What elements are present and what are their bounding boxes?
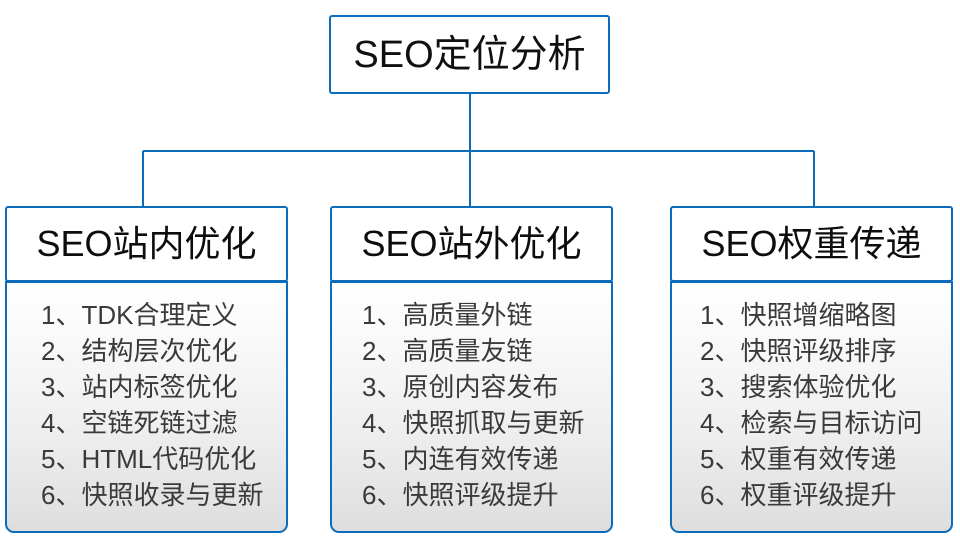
list-item: 6、快照评级提升 xyxy=(362,480,559,510)
branch-header-3-label: SEO权重传递 xyxy=(701,223,922,264)
list-item: 2、高质量友链 xyxy=(362,336,533,366)
list-item: 1、高质量外链 xyxy=(362,300,533,330)
list-item: 6、快照收录与更新 xyxy=(41,480,264,510)
list-item: 4、检索与目标访问 xyxy=(700,408,923,438)
list-item: 2、结构层次优化 xyxy=(41,336,238,366)
branch-body-3: 1、快照增缩略图 2、快照评级排序 3、搜索体验优化 4、检索与目标访问 5、权… xyxy=(670,281,953,533)
list-item: 1、TDK合理定义 xyxy=(41,300,238,330)
branch-header-3[interactable]: SEO权重传递 xyxy=(670,206,953,282)
root-node-title: SEO定位分析 xyxy=(353,33,586,76)
branch-body-1: 1、TDK合理定义 2、结构层次优化 3、站内标签优化 4、空链死链过滤 5、H… xyxy=(5,281,288,533)
branch-header-2[interactable]: SEO站外优化 xyxy=(330,206,613,282)
list-item: 5、HTML代码优化 xyxy=(41,444,257,474)
item-list-3: 1、快照增缩略图 2、快照评级排序 3、搜索体验优化 4、检索与目标访问 5、权… xyxy=(672,297,951,513)
list-item: 4、快照抓取与更新 xyxy=(362,408,585,438)
list-item: 3、原创内容发布 xyxy=(362,372,559,402)
root-node[interactable]: SEO定位分析 xyxy=(329,15,610,94)
branch-header-1-label: SEO站内优化 xyxy=(36,223,257,264)
list-item: 6、权重评级提升 xyxy=(700,480,897,510)
list-item: 1、快照增缩略图 xyxy=(700,300,897,330)
list-item: 3、搜索体验优化 xyxy=(700,372,897,402)
item-list-2: 1、高质量外链 2、高质量友链 3、原创内容发布 4、快照抓取与更新 5、内连有… xyxy=(332,297,611,513)
list-item: 3、站内标签优化 xyxy=(41,372,238,402)
branch-body-2: 1、高质量外链 2、高质量友链 3、原创内容发布 4、快照抓取与更新 5、内连有… xyxy=(330,281,613,533)
branch-column-2: SEO站外优化 1、高质量外链 2、高质量友链 3、原创内容发布 4、快照抓取与… xyxy=(330,206,613,533)
branch-column-1: SEO站内优化 1、TDK合理定义 2、结构层次优化 3、站内标签优化 4、空链… xyxy=(5,206,288,533)
list-item: 5、权重有效传递 xyxy=(700,444,897,474)
list-item: 4、空链死链过滤 xyxy=(41,408,238,438)
list-item: 5、内连有效传递 xyxy=(362,444,559,474)
branch-header-2-label: SEO站外优化 xyxy=(361,223,582,264)
branch-column-3: SEO权重传递 1、快照增缩略图 2、快照评级排序 3、搜索体验优化 4、检索与… xyxy=(670,206,953,533)
item-list-1: 1、TDK合理定义 2、结构层次优化 3、站内标签优化 4、空链死链过滤 5、H… xyxy=(7,297,286,513)
branch-header-1[interactable]: SEO站内优化 xyxy=(5,206,288,282)
list-item: 2、快照评级排序 xyxy=(700,336,897,366)
